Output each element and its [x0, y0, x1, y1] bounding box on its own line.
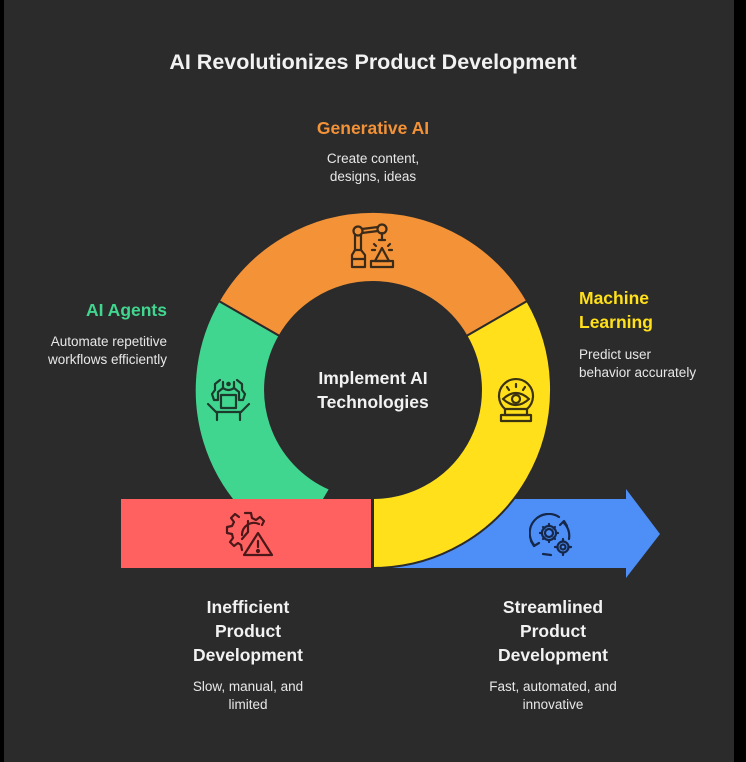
generative-ai-description: Create content, designs, ideas: [273, 150, 473, 186]
title-line: Development: [498, 645, 608, 665]
machine-learning-description: Predict user behavior accurately: [579, 346, 729, 382]
machine-learning-segment: [372, 299, 552, 570]
generative-ai-label: Generative AI: [316, 118, 430, 138]
title-line: Streamlined: [502, 597, 604, 617]
diagram-title: AI Revolutionizes Product Development: [169, 50, 577, 74]
gears-cycle-icon: [529, 513, 575, 559]
desc-line: Automate repetitive: [50, 334, 167, 349]
machine-learning-label: Machine Learning: [579, 286, 729, 334]
robot-assembly-icon: [206, 378, 252, 422]
desc-line: workflows efficiently: [47, 352, 167, 367]
inefficient-title: Inefficient Product Development: [148, 595, 348, 667]
center-line: Technologies: [317, 392, 429, 412]
title-line: Inefficient: [206, 597, 290, 617]
crystal-ball-eye-icon: [495, 377, 537, 425]
desc-line: Slow, manual, and: [192, 679, 304, 694]
desc-line: behavior accurately: [579, 365, 697, 380]
desc-line: innovative: [522, 697, 584, 712]
title-line: Product: [214, 621, 282, 641]
label-line: Machine: [579, 288, 650, 308]
desc-line: Fast, automated, and: [489, 679, 617, 694]
center-label: Implement AI Technologies: [273, 366, 473, 414]
ai-agents-description: Automate repetitive workflows efficientl…: [10, 333, 167, 369]
robotic-arm-icon: [349, 223, 397, 269]
desc-line: Predict user: [579, 347, 652, 362]
ai-agents-label: AI Agents: [85, 300, 167, 320]
diagram-canvas: [4, 0, 734, 762]
desc-line: designs, ideas: [329, 169, 417, 184]
desc-line: limited: [228, 697, 268, 712]
title-line: Product: [519, 621, 587, 641]
streamlined-description: Fast, automated, and innovative: [453, 678, 653, 714]
inefficient-description: Slow, manual, and limited: [148, 678, 348, 714]
generative-ai-segment: [217, 210, 529, 338]
streamlined-title: Streamlined Product Development: [453, 595, 653, 667]
desc-line: Create content,: [326, 151, 420, 166]
gear-warning-icon: [225, 511, 275, 559]
label-line: Learning: [579, 312, 653, 332]
center-line: Implement AI: [318, 368, 428, 388]
title-line: Development: [193, 645, 303, 665]
